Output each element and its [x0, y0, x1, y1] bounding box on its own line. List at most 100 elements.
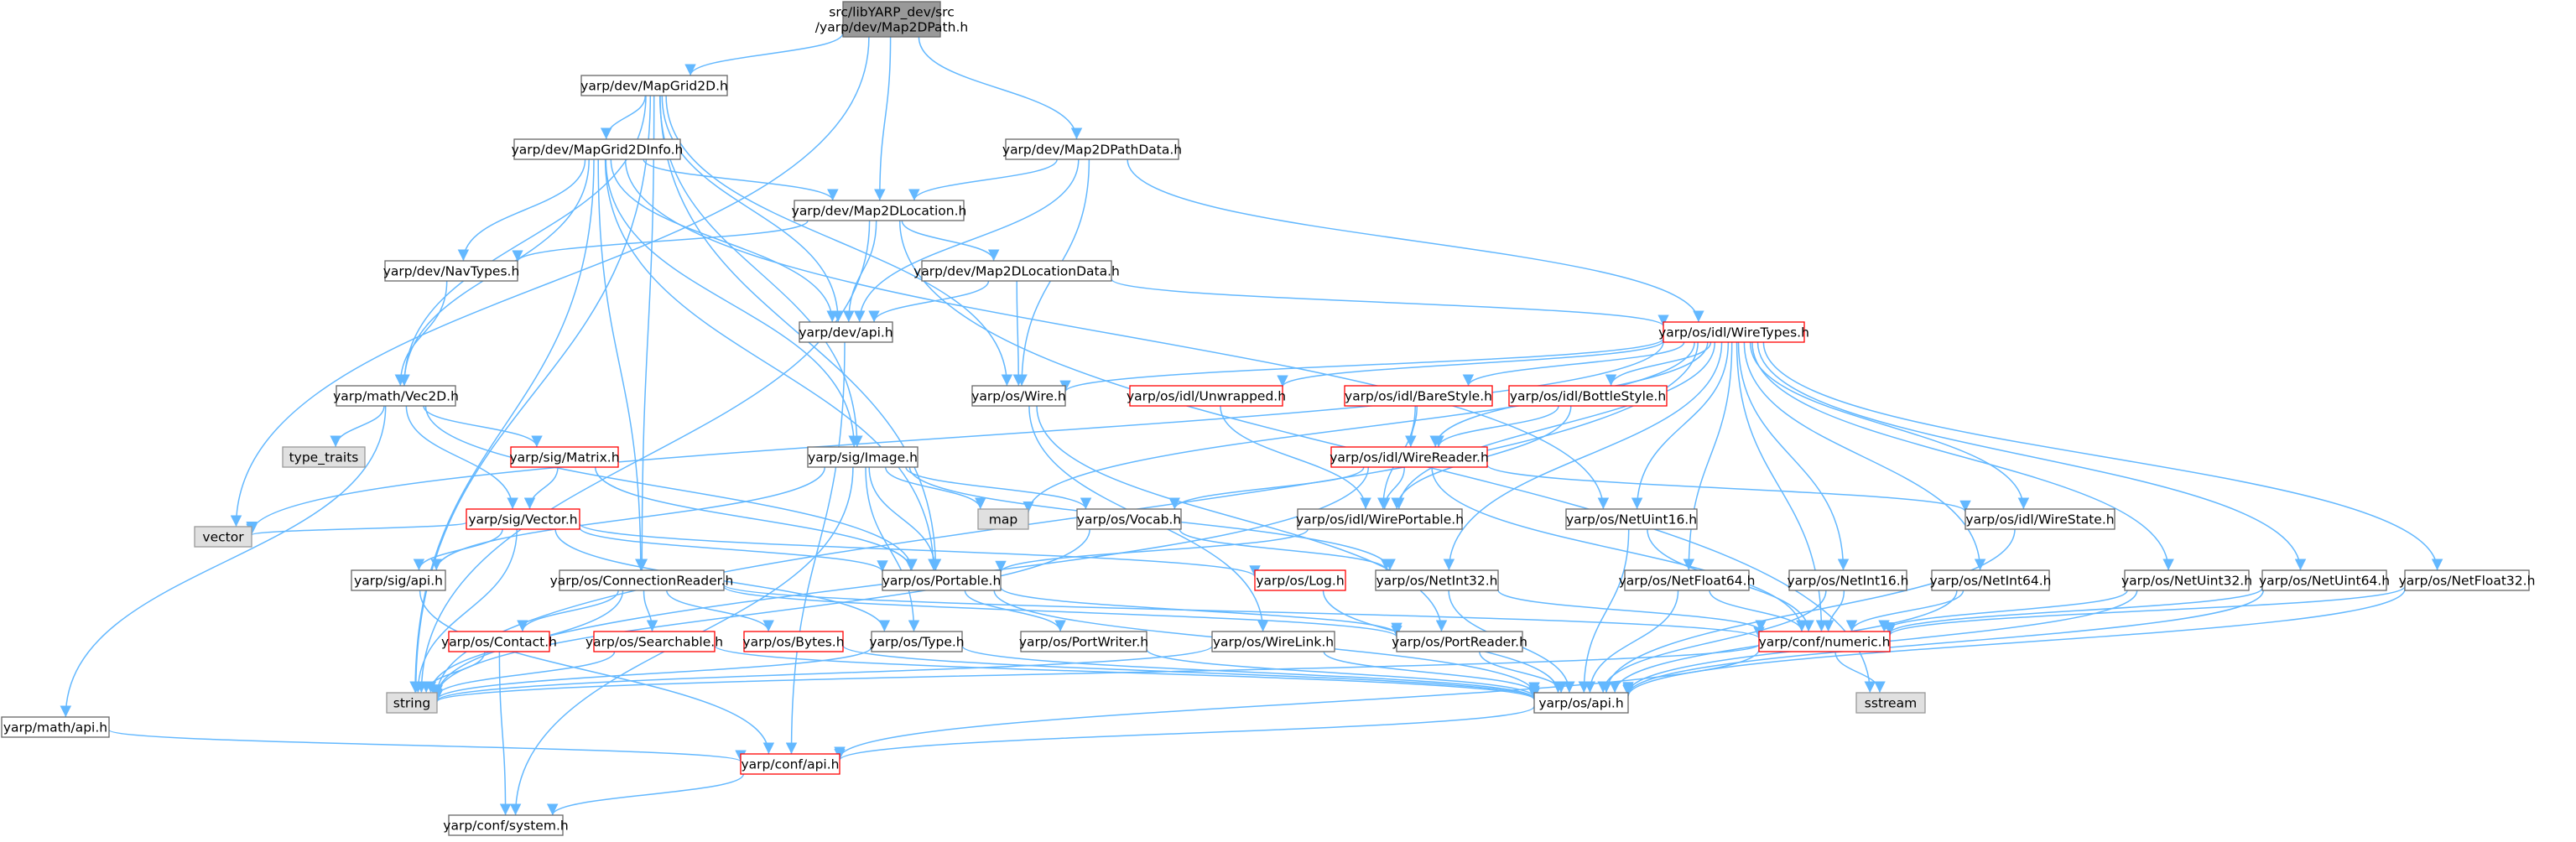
- node-portwriter[interactable]: yarp/os/PortWriter.h: [1019, 631, 1148, 652]
- node-confapi[interactable]: yarp/conf/api.h: [740, 753, 840, 775]
- edge-map2dlocation-to-string: [415, 220, 871, 694]
- edge-map2dpathdata-to-devapi: [853, 159, 1080, 323]
- node-netint64[interactable]: yarp/os/NetInt64.h: [1929, 569, 2052, 591]
- node-netuint32[interactable]: yarp/os/NetUint32.h: [2121, 569, 2252, 591]
- node-osapi[interactable]: yarp/os/api.h: [1533, 692, 1629, 714]
- edge-wiretypes-to-netuint16: [1631, 341, 1730, 510]
- node-label-vocab: yarp/os/Vocab.h: [1077, 512, 1181, 528]
- node-navtypes[interactable]: yarp/dev/NavTypes.h: [383, 260, 520, 282]
- edge-wirelink-to-osapi: [1323, 651, 1540, 694]
- node-map: map: [977, 508, 1029, 530]
- node-box-netuint16: [1565, 508, 1698, 530]
- node-contact[interactable]: yarp/os/Contact.h: [441, 631, 557, 652]
- node-barestyle[interactable]: yarp/os/idl/BareStyle.h: [1344, 385, 1493, 407]
- node-sigapi[interactable]: yarp/sig/api.h: [351, 569, 446, 591]
- node-box-unwrapped: [1129, 385, 1283, 407]
- node-label-wiretypes: yarp/os/idl/WireTypes.h: [1658, 325, 1809, 340]
- node-map2dlocationdata[interactable]: yarp/dev/Map2DLocationData.h: [913, 260, 1120, 282]
- node-numeric[interactable]: yarp/conf/numeric.h: [1758, 631, 1891, 652]
- node-mapgrid2d[interactable]: yarp/dev/MapGrid2D.h: [580, 75, 728, 96]
- node-netfloat32[interactable]: yarp/os/NetFloat32.h: [2399, 569, 2536, 591]
- node-type[interactable]: yarp/os/Type.h: [869, 631, 965, 652]
- node-matrix[interactable]: yarp/sig/Matrix.h: [509, 446, 620, 468]
- edge-mapgrid2d-to-wire: [665, 95, 1013, 387]
- node-wiretypes[interactable]: yarp/os/idl/WireTypes.h: [1658, 321, 1809, 343]
- node-wirestate[interactable]: yarp/os/idl/WireState.h: [1965, 508, 2115, 530]
- node-connectionreader[interactable]: yarp/os/ConnectionReader.h: [550, 569, 734, 591]
- node-box-bytes: [743, 631, 844, 652]
- edge-map2dlocation-to-map2dlocationdata: [901, 220, 1000, 262]
- node-box-bottlestyle: [1508, 385, 1668, 407]
- node-box-string: [386, 692, 438, 714]
- edge-connectionreader-to-contact: [517, 590, 619, 632]
- edge-mapgrid2dinfo-to-devapi: [610, 159, 838, 323]
- node-log[interactable]: yarp/os/Log.h: [1254, 569, 1346, 591]
- node-box-vocab: [1076, 508, 1182, 530]
- node-wireportable[interactable]: yarp/os/idl/WirePortable.h: [1296, 508, 1464, 530]
- edge-confapi-to-system: [547, 773, 745, 816]
- node-box-image: [807, 446, 919, 468]
- node-netfloat64[interactable]: yarp/os/NetFloat64.h: [1619, 569, 1756, 591]
- node-stdvector: vector: [194, 526, 252, 548]
- edge-root-to-map2dpathdata: [918, 36, 1083, 140]
- edge-wiretypes-to-netuint32: [1751, 341, 2174, 571]
- edge-mapgrid2dinfo-to-portable: [604, 159, 939, 571]
- node-vector[interactable]: yarp/sig/Vector.h: [466, 508, 580, 530]
- edge-map2dlocationdata-to-wire: [1012, 280, 1025, 387]
- edge-wiretypes-to-wirestate: [1749, 341, 2030, 510]
- node-label-map2dlocationdata: yarp/dev/Map2DLocationData.h: [913, 264, 1120, 279]
- node-box-contact: [448, 631, 550, 652]
- node-label-netfloat64: yarp/os/NetFloat64.h: [1619, 574, 1756, 589]
- node-netint16[interactable]: yarp/os/NetInt16.h: [1787, 569, 1909, 591]
- node-label-typetraits: type_traits: [289, 450, 359, 466]
- node-label-portreader: yarp/os/PortReader.h: [1392, 635, 1527, 650]
- edge-mathapi-to-confapi: [108, 729, 747, 762]
- edge-connectionreader-to-portreader: [723, 585, 1402, 638]
- node-box-netfloat64: [1624, 569, 1750, 591]
- node-label-netuint64: yarp/os/NetUint64.h: [2259, 574, 2390, 589]
- edge-wiretypes-to-netuint64: [1756, 341, 2307, 571]
- node-map2dlocation[interactable]: yarp/dev/Map2DLocation.h: [792, 200, 967, 221]
- edge-unwrapped-to-wireportable: [1220, 405, 1371, 510]
- edge-wirelink-to-string: [431, 645, 1213, 702]
- node-box-netuint64: [2261, 569, 2387, 591]
- node-vocab[interactable]: yarp/os/Vocab.h: [1076, 508, 1182, 530]
- node-wirereader[interactable]: yarp/os/idl/WireReader.h: [1330, 446, 1489, 468]
- node-netuint64[interactable]: yarp/os/NetUint64.h: [2259, 569, 2390, 591]
- edge-wiretypes-to-string: [431, 341, 1699, 696]
- nodes-layer: src/libYARP_dev/src/yarp/dev/Map2DPath.h…: [1, 1, 2536, 836]
- node-portable[interactable]: yarp/os/Portable.h: [882, 569, 1002, 591]
- node-map2dpathdata[interactable]: yarp/dev/Map2DPathData.h: [1002, 138, 1182, 160]
- node-devapi[interactable]: yarp/dev/api.h: [799, 321, 893, 343]
- node-vec2d[interactable]: yarp/math/Vec2D.h: [333, 385, 459, 407]
- node-mathapi[interactable]: yarp/math/api.h: [1, 716, 110, 738]
- node-label-netuint16: yarp/os/NetUint16.h: [1566, 512, 1697, 528]
- edge-map2dpathdata-to-wiretypes: [1127, 159, 1704, 323]
- edge-netint16-to-osapi: [1597, 590, 1827, 694]
- node-system[interactable]: yarp/conf/system.h: [443, 814, 569, 836]
- node-mapgrid2dinfo[interactable]: yarp/dev/MapGrid2DInfo.h: [512, 138, 684, 160]
- node-box-map2dlocation: [794, 200, 965, 221]
- node-box-devapi: [799, 321, 893, 343]
- edge-mapgrid2d-to-image: [658, 95, 863, 448]
- node-wirelink[interactable]: yarp/os/WireLink.h: [1211, 631, 1335, 652]
- edge-image-to-map: [884, 466, 986, 510]
- edge-barestyle-to-wirereader: [1405, 405, 1418, 448]
- node-unwrapped[interactable]: yarp/os/idl/Unwrapped.h: [1127, 385, 1286, 407]
- node-box-navtypes: [384, 260, 518, 282]
- node-portreader[interactable]: yarp/os/PortReader.h: [1392, 631, 1527, 652]
- node-netuint16[interactable]: yarp/os/NetUint16.h: [1565, 508, 1698, 530]
- edge-vec2d-to-mathapi: [60, 405, 387, 718]
- node-searchable[interactable]: yarp/os/Searchable.h: [585, 631, 723, 652]
- node-root[interactable]: src/libYARP_dev/src/yarp/dev/Map2DPath.h: [815, 1, 968, 38]
- node-label-netint32: yarp/os/NetInt32.h: [1376, 574, 1497, 589]
- node-wire[interactable]: yarp/os/Wire.h: [971, 385, 1066, 407]
- edge-wirereader-to-vocab: [1168, 466, 1365, 510]
- node-bytes[interactable]: yarp/os/Bytes.h: [742, 631, 845, 652]
- edge-vector-to-portable: [579, 527, 888, 573]
- node-image[interactable]: yarp/sig/Image.h: [807, 446, 919, 468]
- node-netint32[interactable]: yarp/os/NetInt32.h: [1375, 569, 1499, 591]
- node-string: string: [386, 692, 438, 714]
- node-bottlestyle[interactable]: yarp/os/idl/BottleStyle.h: [1508, 385, 1668, 407]
- node-label-connectionreader: yarp/os/ConnectionReader.h: [550, 574, 734, 589]
